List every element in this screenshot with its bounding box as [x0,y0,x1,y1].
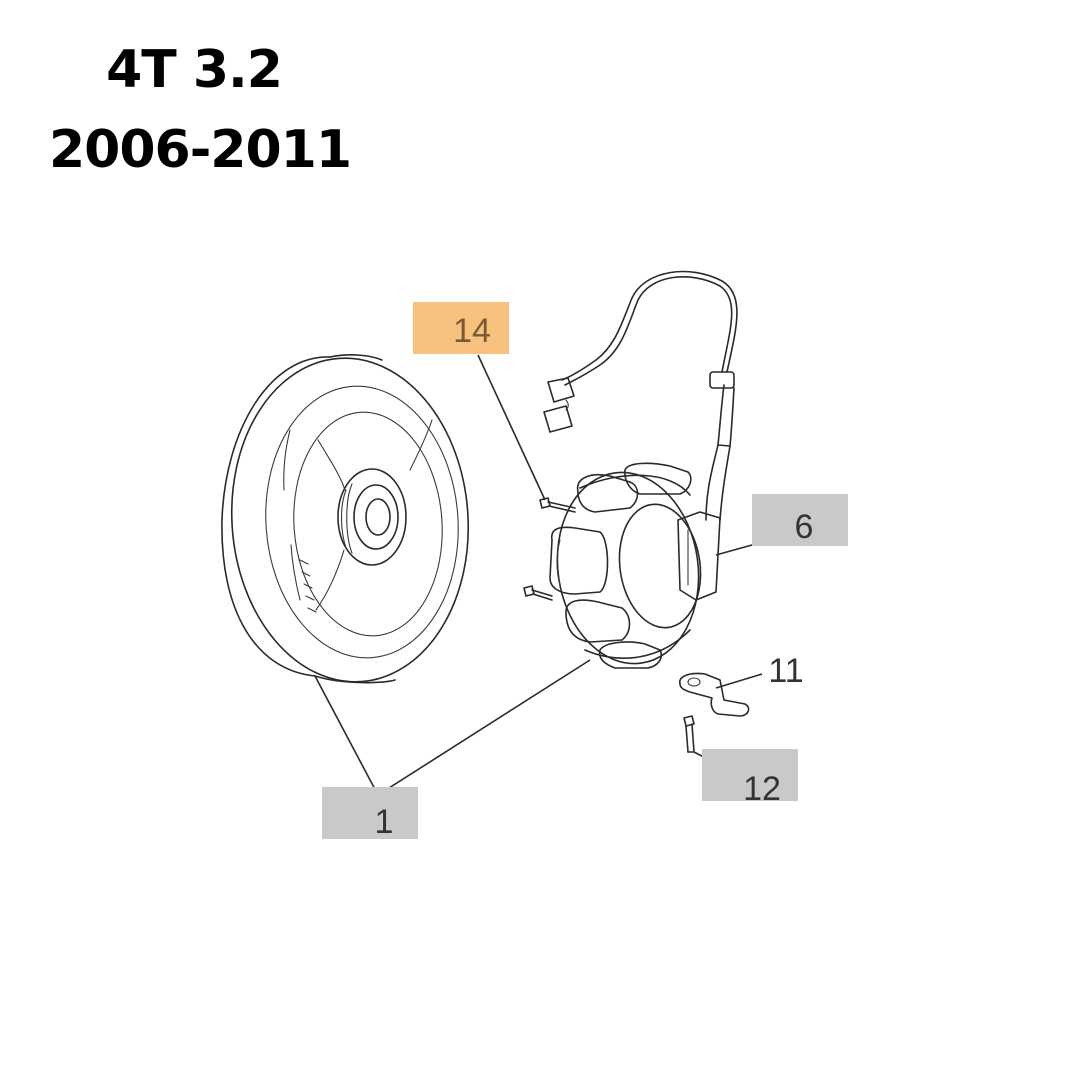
year-range-title: 2006-2011 [48,120,352,180]
callout-6-label: 6 [795,508,814,546]
callout-12[interactable]: 12 [702,749,798,808]
callout-12-label: 12 [743,770,781,808]
leader-1a [314,675,379,796]
stator-drawing [543,270,738,669]
callout-11[interactable]: 11 [768,652,803,690]
leader-1b [377,659,591,796]
bracket-drawing [679,672,750,717]
flywheel-rotor-drawing [221,354,470,684]
callout-14[interactable]: 14 [413,302,509,354]
callout-12-box [702,749,798,801]
model-title: 4T 3.2 [106,40,283,100]
stator-screws-drawing [523,497,576,601]
callout-1-label: 1 [375,803,394,841]
callout-11-label: 11 [768,652,803,690]
leader-14 [477,354,546,501]
callout-14-box [413,302,509,354]
callout-6-box [752,494,848,546]
leader-11 [715,673,763,689]
callout-1[interactable]: 1 [322,787,418,841]
callout-14-label: 14 [453,312,491,350]
callout-6[interactable]: 6 [752,494,848,546]
callout-1-box [322,787,418,839]
bolt-drawing [683,715,695,753]
